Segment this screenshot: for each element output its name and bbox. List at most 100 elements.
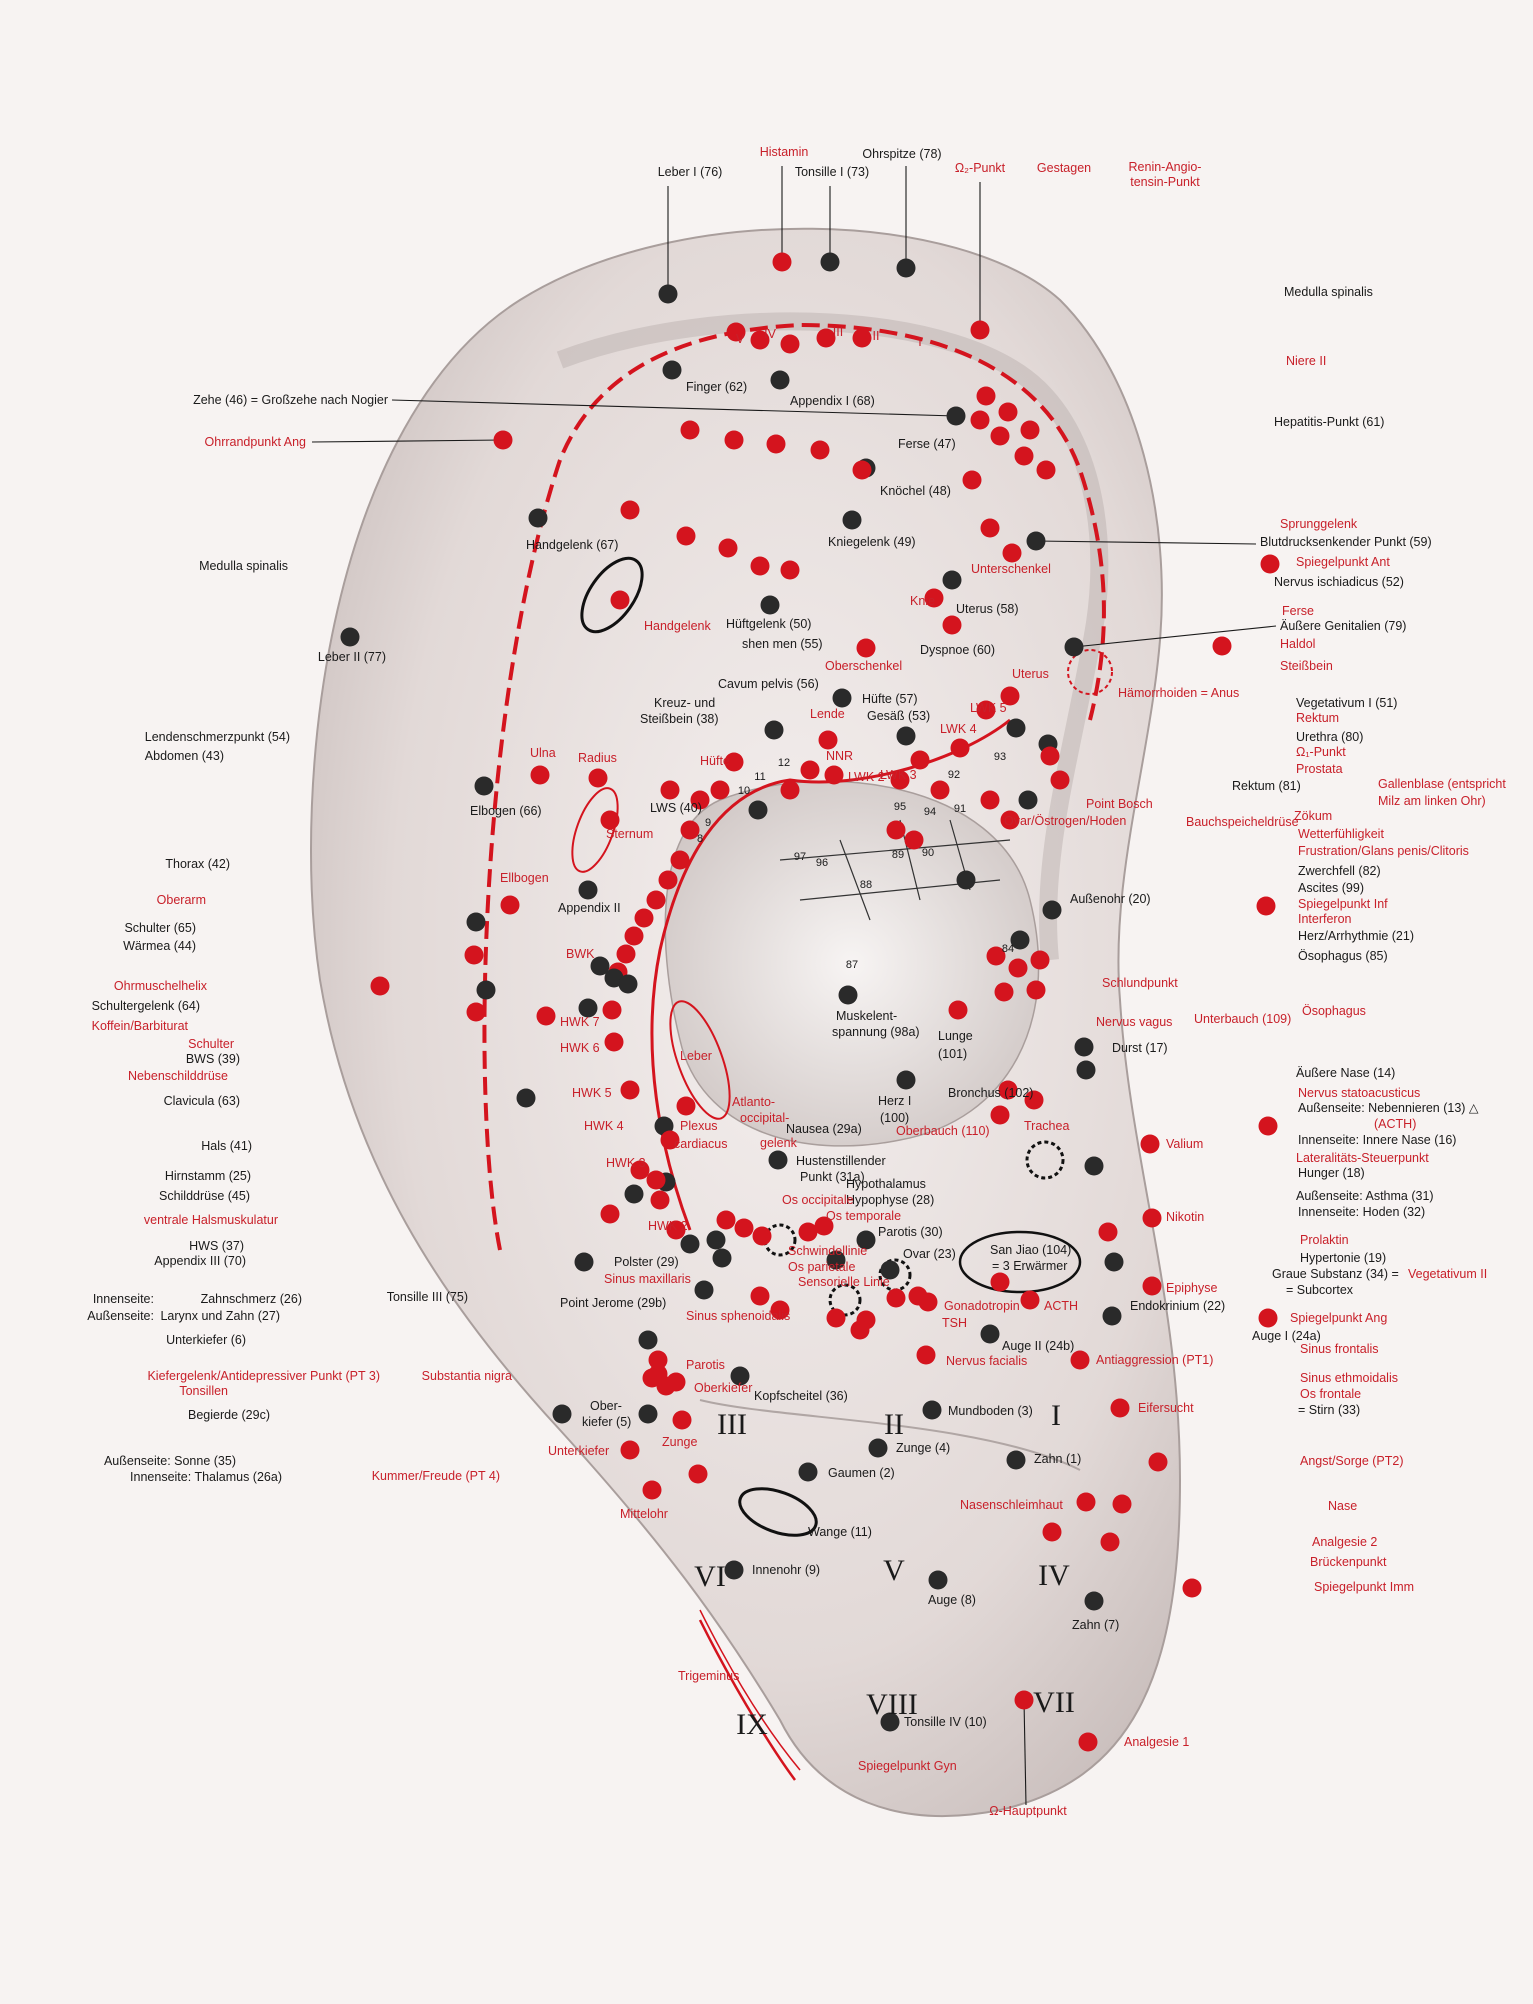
point-extra-26 bbox=[680, 820, 700, 840]
label-epiphyse: Epiphyse bbox=[1166, 1281, 1217, 1295]
point-extra-16 bbox=[620, 500, 640, 520]
label-cardiacus: cardiacus bbox=[674, 1137, 728, 1151]
label-r4: IV bbox=[1038, 1559, 1070, 1592]
label-zahnschmerz: Zahnschmerz (26) bbox=[201, 1292, 302, 1306]
leader-line bbox=[391, 399, 957, 417]
leader-line bbox=[1023, 1699, 1027, 1806]
label-spiegel_ang: Spiegelpunkt Ang bbox=[1290, 1311, 1387, 1325]
point-hwk3 bbox=[630, 1160, 650, 1180]
point-appendix2 bbox=[578, 880, 598, 900]
label-abdomen: Abdomen (43) bbox=[145, 749, 224, 763]
point-extra-78 bbox=[1050, 770, 1070, 790]
point-extra-12 bbox=[724, 430, 744, 450]
point-extra-66 bbox=[750, 1286, 770, 1306]
label-gelenk: gelenk bbox=[760, 1136, 798, 1150]
label-s2: II bbox=[873, 329, 880, 343]
point-handgelenk67 bbox=[528, 508, 548, 528]
label-lende: Lende bbox=[810, 707, 845, 721]
label-lws: LWS (40) bbox=[650, 801, 702, 815]
label-r6: VI bbox=[694, 1560, 726, 1593]
point-oberkiefer5b bbox=[638, 1404, 658, 1424]
label-trigeminus: Trigeminus bbox=[678, 1669, 739, 1683]
point-extra-35 bbox=[886, 820, 906, 840]
label-sanjiao2: = 3 Erwärmer bbox=[992, 1259, 1067, 1273]
label-schwindel: Schwindellinie bbox=[788, 1244, 867, 1258]
label-lwk5: LWK 5 bbox=[970, 701, 1007, 715]
label-medulla_left: Medulla spinalis bbox=[199, 559, 288, 573]
point-waermea bbox=[464, 945, 484, 965]
label-oberkiefer5b: kiefer (5) bbox=[582, 1415, 631, 1429]
label-endokrinium: Endokrinium (22) bbox=[1130, 1299, 1225, 1313]
point-uterus58 bbox=[942, 570, 962, 590]
label-herz_arrhythmie: Herz/Arrhythmie (21) bbox=[1298, 929, 1414, 943]
label-unterschenkel: Unterschenkel bbox=[971, 562, 1051, 576]
label-uterus_red: Uterus bbox=[1012, 667, 1049, 681]
point-hwk6 bbox=[604, 1032, 624, 1052]
label-handgelenk_red: Handgelenk bbox=[644, 619, 711, 633]
label-renin1: Renin-Angio- bbox=[1129, 160, 1202, 174]
label-nasenschleim: Nasenschleimhaut bbox=[960, 1498, 1063, 1512]
label-point_jerome: Point Jerome (29b) bbox=[560, 1296, 666, 1310]
label-trachea: Trachea bbox=[1024, 1119, 1069, 1133]
point-ohrmuschelhelix bbox=[370, 976, 390, 996]
point-extra-31 bbox=[910, 750, 930, 770]
label-herz1: Herz I bbox=[878, 1094, 911, 1108]
label-interferon: Interferon bbox=[1298, 912, 1352, 926]
label-oberkiefer_red: Oberkiefer bbox=[694, 1381, 752, 1395]
label-ferse_red: Ferse bbox=[1282, 604, 1314, 618]
label-appendix2: Appendix II bbox=[558, 901, 621, 915]
label-z12: 12 bbox=[778, 757, 790, 769]
point-omega_haupt bbox=[1014, 1690, 1034, 1710]
label-os_occipitale: Os occipitale bbox=[782, 1193, 854, 1207]
label-z11: 11 bbox=[754, 771, 765, 783]
label-nase: Nase bbox=[1328, 1499, 1357, 1513]
point-koffein bbox=[466, 1002, 486, 1022]
point-ohrrand bbox=[493, 430, 513, 450]
label-occipital: occipital- bbox=[740, 1111, 789, 1125]
label-hws: HWS (37) bbox=[189, 1239, 244, 1253]
point-extra-10 bbox=[1036, 460, 1056, 480]
label-aussenohr: Außenohr (20) bbox=[1070, 892, 1151, 906]
label-nebenschild: Nebenschilddrüse bbox=[128, 1069, 228, 1083]
leber-ellipse bbox=[669, 1000, 731, 1120]
point-extra-20 bbox=[780, 560, 800, 580]
point-appendix3 bbox=[574, 1252, 594, 1272]
label-kopfscheitel: Kopfscheitel (36) bbox=[754, 1389, 848, 1403]
point-genitalien bbox=[1064, 637, 1084, 657]
label-hwk5: HWK 5 bbox=[572, 1086, 612, 1100]
point-nervus_facialis bbox=[916, 1345, 936, 1365]
label-stirn: = Stirn (33) bbox=[1298, 1403, 1360, 1417]
label-parotis_red: Parotis bbox=[686, 1358, 725, 1372]
point-extra-58 bbox=[752, 1226, 772, 1246]
urticaria-ellipse bbox=[580, 556, 644, 634]
label-oberarm: Oberarm bbox=[157, 893, 206, 907]
label-sinus_max: Sinus maxillaris bbox=[604, 1272, 691, 1286]
label-lwk3: LWK 3 bbox=[880, 768, 917, 782]
label-zahn7: Zahn (7) bbox=[1072, 1618, 1119, 1632]
label-tonsille4: Tonsille IV (10) bbox=[904, 1715, 987, 1729]
point-bws bbox=[578, 998, 598, 1018]
label-z8: 8 bbox=[697, 833, 703, 845]
label-acth_paren: (ACTH) bbox=[1374, 1117, 1416, 1131]
point-lws bbox=[748, 800, 768, 820]
label-auge8: Auge (8) bbox=[928, 1593, 976, 1607]
point-ovar23 bbox=[880, 1260, 900, 1280]
label-kummer: Kummer/Freude (PT 4) bbox=[372, 1469, 500, 1483]
label-schlundpunkt: Schlundpunkt bbox=[1102, 976, 1178, 990]
label-hypothalamus: Hypothalamus bbox=[846, 1177, 926, 1191]
point-innenohr bbox=[724, 1560, 744, 1580]
label-huefte_red: Hüfte bbox=[700, 754, 730, 768]
point-angst bbox=[1148, 1452, 1168, 1472]
label-z87: 87 bbox=[846, 959, 858, 971]
label-ischiadicus: Nervus ischiadicus (52) bbox=[1274, 575, 1404, 589]
label-oberkiefer5a: Ober- bbox=[590, 1399, 622, 1413]
label-sprunggelenk: Sprunggelenk bbox=[1280, 517, 1358, 531]
point-nausea bbox=[768, 1150, 788, 1170]
point-auge8 bbox=[928, 1570, 948, 1590]
label-leber_red: Leber bbox=[680, 1049, 712, 1063]
point-omega2 bbox=[970, 320, 990, 340]
label-medulla_top: Medulla spinalis bbox=[1284, 285, 1373, 299]
leader-line bbox=[1035, 540, 1257, 545]
